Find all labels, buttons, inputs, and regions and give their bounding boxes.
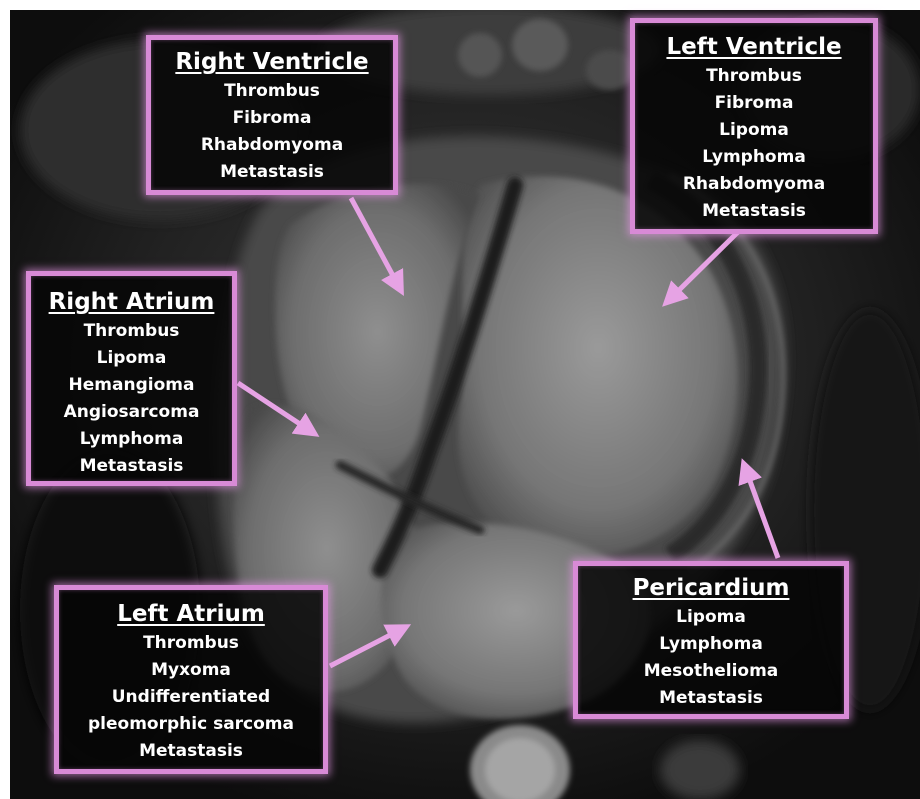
list-item: Thrombus (31, 318, 232, 345)
right-atrium-box: Right Atrium Thrombus Lipoma Hemangioma … (26, 271, 237, 486)
left-atrium-list: Thrombus Myxoma Undifferentiated pleomor… (59, 630, 323, 765)
list-item: Lipoma (578, 604, 844, 631)
right-atrium-title: Right Atrium (31, 287, 232, 317)
list-item: Myxoma (59, 657, 323, 684)
left-ventricle-box: Left Ventricle Thrombus Fibroma Lipoma L… (630, 18, 878, 234)
right-ventricle-list: Thrombus Fibroma Rhabdomyoma Metastasis (151, 78, 393, 186)
list-item: Undifferentiated (59, 684, 323, 711)
pericardium-box: Pericardium Lipoma Lymphoma Mesothelioma… (573, 561, 849, 719)
list-item: Fibroma (635, 90, 873, 117)
list-item: Fibroma (151, 105, 393, 132)
list-item: Lymphoma (31, 426, 232, 453)
left-ventricle-list: Thrombus Fibroma Lipoma Lymphoma Rhabdom… (635, 63, 873, 225)
list-item: Angiosarcoma (31, 399, 232, 426)
left-atrium-title: Left Atrium (59, 599, 323, 629)
right-ventricle-box: Right Ventricle Thrombus Fibroma Rhabdom… (146, 35, 398, 195)
list-item: Hemangioma (31, 372, 232, 399)
right-atrium-list: Thrombus Lipoma Hemangioma Angiosarcoma … (31, 318, 232, 480)
list-item: Lipoma (31, 345, 232, 372)
list-item: Rhabdomyoma (151, 132, 393, 159)
list-item: Thrombus (151, 78, 393, 105)
list-item: Mesothelioma (578, 658, 844, 685)
list-item: Metastasis (635, 198, 873, 225)
right-ventricle-title: Right Ventricle (151, 47, 393, 77)
list-item: Lipoma (635, 117, 873, 144)
list-item: Metastasis (59, 738, 323, 765)
list-item: Metastasis (31, 453, 232, 480)
list-item: Rhabdomyoma (635, 171, 873, 198)
list-item: Lymphoma (578, 631, 844, 658)
list-item: Metastasis (578, 685, 844, 712)
left-ventricle-title: Left Ventricle (635, 32, 873, 62)
pericardium-title: Pericardium (578, 573, 844, 603)
list-item: Thrombus (635, 63, 873, 90)
list-item: Metastasis (151, 159, 393, 186)
list-item: pleomorphic sarcoma (59, 711, 323, 738)
list-item: Thrombus (59, 630, 323, 657)
pericardium-list: Lipoma Lymphoma Mesothelioma Metastasis (578, 604, 844, 712)
left-atrium-box: Left Atrium Thrombus Myxoma Undifferenti… (54, 585, 328, 774)
list-item: Lymphoma (635, 144, 873, 171)
